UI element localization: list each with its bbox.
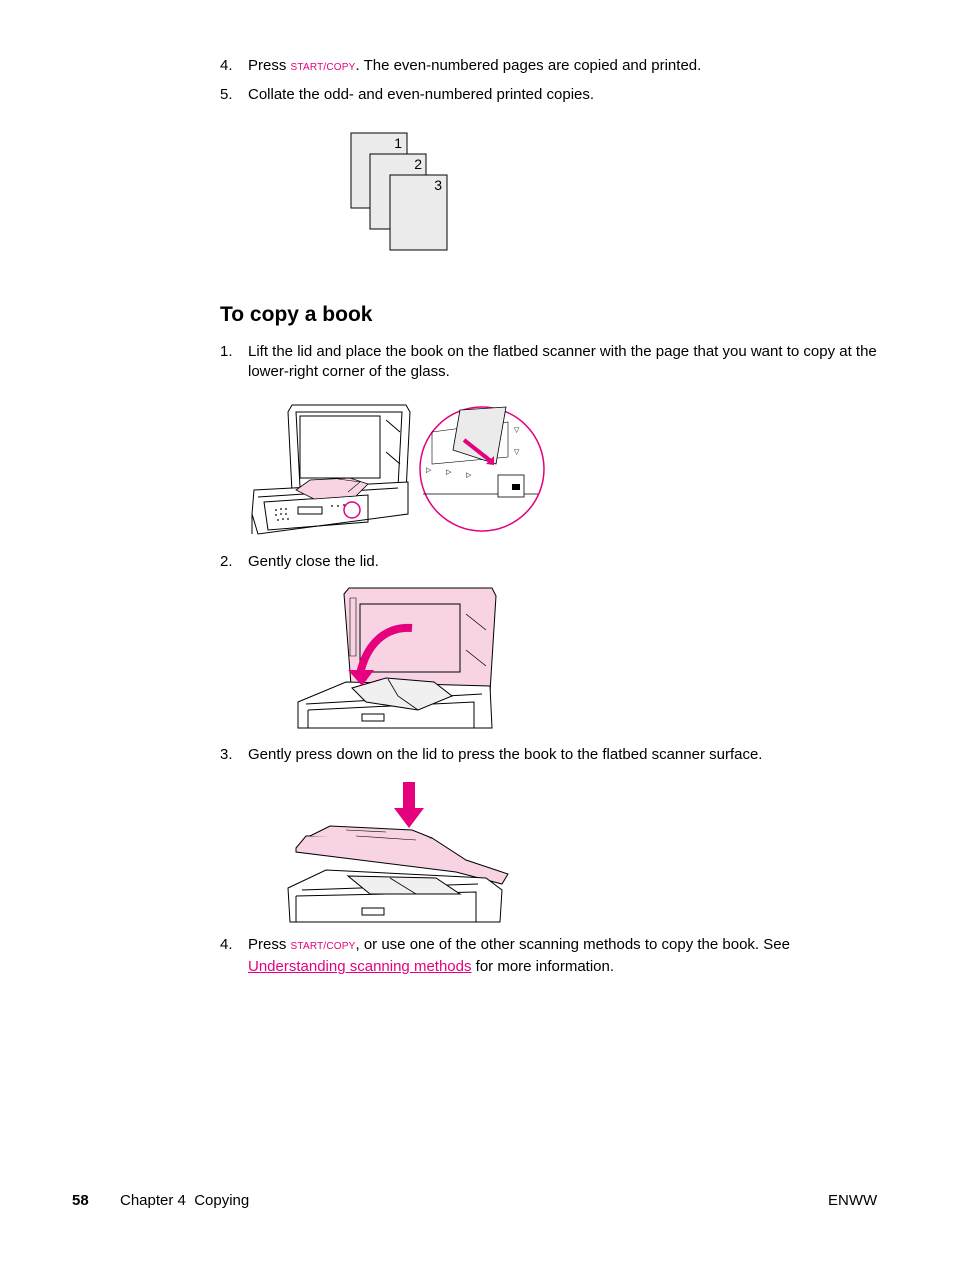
footer-right-label: ENWW [828, 1192, 878, 1209]
page-3-number: 3 [434, 177, 442, 193]
page-1-number: 1 [394, 135, 402, 151]
scanner-base [287, 869, 503, 923]
section-heading: To copy a book [220, 303, 373, 326]
closing-lid-illustration [297, 587, 497, 729]
step-number: 5. [220, 86, 233, 103]
understanding-scanning-methods-link[interactable]: Understanding scanning methods [248, 958, 472, 975]
collated-pages-illustration: 1 2 3 [350, 132, 448, 251]
corner-highlight-circle [343, 501, 361, 519]
scanner-lid [343, 587, 497, 699]
step-text: Lift the lid and place the book on the f… [248, 343, 877, 380]
step-number: 4. [220, 936, 233, 953]
corner-zoom-detail: ▷ ▷ ▷ ▽ ▽ [419, 406, 545, 532]
step-number: 1. [220, 343, 233, 360]
step-text: Gently press down on the lid to press th… [248, 746, 763, 763]
step-text-post2: for more information. [471, 958, 615, 975]
svg-text:▽: ▽ [514, 426, 520, 434]
press-down-arrow-icon [394, 782, 424, 828]
key-separator: / [323, 941, 327, 952]
page-number: 58 [72, 1192, 89, 1209]
step-number: 2. [220, 553, 233, 570]
keypad-dots [275, 504, 345, 521]
start-key-label: START [290, 62, 324, 73]
key-separator: / [323, 62, 327, 73]
svg-text:▷: ▷ [426, 466, 432, 474]
scanner-lid [295, 825, 509, 885]
step-text-post: . The even-numbered pages are copied and… [355, 57, 702, 74]
open-scanner-illustration: ▷ ▷ ▷ ▽ ▽ [251, 404, 545, 535]
step-text: Collate the odd- and even-numbered print… [248, 86, 595, 103]
scanner-body [251, 404, 411, 535]
copy-key-label: COPY [326, 62, 356, 73]
copy-key-label: COPY [326, 941, 356, 952]
step-number: 4. [220, 57, 233, 74]
close-arrow-icon [356, 623, 413, 675]
press-lid-illustration [287, 782, 509, 923]
book [346, 875, 462, 895]
step-number: 3. [220, 746, 233, 763]
step-text-pre: Press [248, 57, 291, 74]
arrow-icon [462, 438, 494, 464]
page-3 [389, 174, 448, 251]
svg-text:▷: ▷ [466, 471, 472, 479]
start-key-label: START [290, 941, 324, 952]
page-2-number: 2 [414, 156, 422, 172]
step-text-post: , or use one of the other scanning metho… [355, 936, 790, 953]
step-text-pre: Press [248, 936, 291, 953]
svg-text:▷: ▷ [446, 468, 452, 476]
svg-text:▽: ▽ [514, 448, 520, 456]
book [295, 477, 369, 500]
chapter-label: Chapter 4 Copying [120, 1192, 250, 1209]
book [351, 677, 453, 711]
step-text: Gently close the lid. [248, 553, 379, 570]
